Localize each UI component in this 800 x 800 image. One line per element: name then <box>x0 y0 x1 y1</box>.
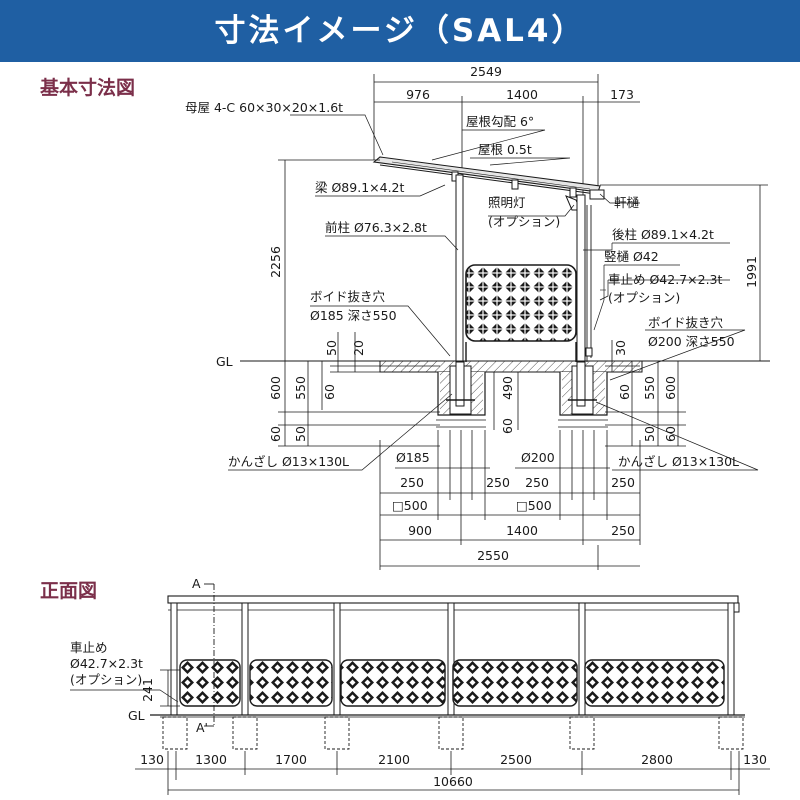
dim-height-total: 2256 <box>268 246 283 278</box>
label-section-a-prime: A' <box>196 720 208 735</box>
side-view <box>228 74 770 570</box>
dim-top-right: 173 <box>610 87 634 102</box>
label-downpipe: 竪樋 Ø42 <box>604 249 659 264</box>
dim-60-right-mid: 60 <box>617 384 632 400</box>
label-pitch: 屋根勾配 6° <box>466 114 534 129</box>
dim-bottom-250: 250 <box>611 523 635 538</box>
label-pin-left: かんざし Ø13×130L <box>228 454 349 469</box>
dim-dia-left: Ø185 <box>396 450 430 465</box>
dim-bottom-900: 900 <box>408 523 432 538</box>
dim-square-left: □500 <box>392 498 428 513</box>
bottom-dimensions <box>379 430 641 570</box>
left-dimensions <box>278 159 440 447</box>
front-panels <box>179 659 725 707</box>
dim-600-left: 600 <box>268 376 283 400</box>
label-stopper-option: (オプション) <box>608 290 680 305</box>
dim-550-left: 550 <box>293 376 308 400</box>
front-ground <box>150 714 745 750</box>
label-stopper-front-option: (オプション) <box>70 672 142 687</box>
dim-250-c: 250 <box>525 475 549 490</box>
dim-241: 241 <box>140 678 155 702</box>
dim-60-right: 60 <box>663 426 678 442</box>
ground <box>240 360 770 428</box>
section-title-basic: 基本寸法図 <box>40 77 136 99</box>
label-light: 照明灯 <box>488 195 526 210</box>
dim-490: 490 <box>500 376 515 400</box>
dim-60-left: 60 <box>268 426 283 442</box>
dim-front-total: 10660 <box>433 774 473 789</box>
right-dimensions <box>493 184 768 447</box>
label-stopper: 車止め Ø42.7×2.3t <box>608 272 722 287</box>
dim-60-left-mid: 60 <box>322 384 337 400</box>
label-light-option: (オプション) <box>488 214 560 229</box>
dim-250-b: 250 <box>486 475 510 490</box>
dim-dia-right: Ø200 <box>521 450 555 465</box>
label-stopper-front: 車止め <box>70 640 108 655</box>
dim-20-left: 20 <box>351 340 366 356</box>
dim-550-right: 550 <box>642 376 657 400</box>
label-pin-right: かんざし Ø13×130L <box>618 454 739 469</box>
dim-top-mid: 1400 <box>506 87 538 102</box>
dim-span-5: 2800 <box>641 752 673 767</box>
section-title-front: 正面図 <box>40 580 98 602</box>
dim-50-left-bottom: 50 <box>293 426 308 442</box>
label-purlin: 母屋 4-C 60×30×20×1.6t <box>185 100 343 115</box>
dim-50-left: 50 <box>324 340 339 356</box>
front-view <box>70 583 770 795</box>
roof-structure <box>372 156 605 211</box>
dim-span-2: 1700 <box>275 752 307 767</box>
leader-lines <box>228 114 759 471</box>
header-banner <box>0 0 800 62</box>
dim-square-right: □500 <box>516 498 552 513</box>
label-gutter: 軒樋 <box>614 195 640 210</box>
side-view-labels: 2549 976 1400 173 母屋 4-C 60×30×20×1.6t 屋… <box>185 64 759 563</box>
leader-stopper-front <box>70 689 179 703</box>
dim-span-0: 130 <box>140 752 164 767</box>
front-view-labels: A A' 車止め Ø42.7×2.3t (オプション) 241 GL 130 1… <box>70 576 767 789</box>
top-dimensions <box>373 74 640 195</box>
side-panel <box>465 264 606 362</box>
dim-height-right: 1991 <box>744 256 759 288</box>
label-rear-post: 後柱 Ø89.1×4.2t <box>612 227 714 242</box>
dim-50-right-bottom: 50 <box>642 426 657 442</box>
label-section-a: A <box>192 576 201 591</box>
dim-250-a: 250 <box>400 475 424 490</box>
section-line <box>204 583 215 727</box>
dim-250-d: 250 <box>611 475 635 490</box>
dim-span-4: 2500 <box>500 752 532 767</box>
dim-span-6: 130 <box>743 752 767 767</box>
label-void-hole-right-size: Ø200 深さ550 <box>648 334 735 349</box>
dim-bottom-1400: 1400 <box>506 523 538 538</box>
label-void-hole-left-size: Ø185 深さ550 <box>310 308 397 323</box>
dim-600-right: 600 <box>663 376 678 400</box>
label-gl-front: GL <box>128 708 145 723</box>
dim-top-left: 976 <box>406 87 430 102</box>
label-void-hole-right: ボイド抜き穴 <box>648 315 724 330</box>
label-beam: 梁 Ø89.1×4.2t <box>315 180 404 195</box>
dim-span-1: 1300 <box>195 752 227 767</box>
label-gl: GL <box>216 354 233 369</box>
dim-bottom-total: 2550 <box>477 548 509 563</box>
front-dimensions <box>135 669 770 795</box>
label-void-hole-left: ボイド抜き穴 <box>310 289 386 304</box>
dim-30-right: 30 <box>613 340 628 356</box>
page-title: 寸法イメージ（SAL4） <box>214 13 586 49</box>
dim-top-total: 2549 <box>470 64 502 79</box>
dim-span-3: 2100 <box>378 752 410 767</box>
dim-60-center: 60 <box>500 418 515 434</box>
label-roof: 屋根 0.5t <box>478 142 532 157</box>
label-front-post: 前柱 Ø76.3×2.8t <box>325 220 427 235</box>
label-stopper-front-size: Ø42.7×2.3t <box>70 656 143 671</box>
